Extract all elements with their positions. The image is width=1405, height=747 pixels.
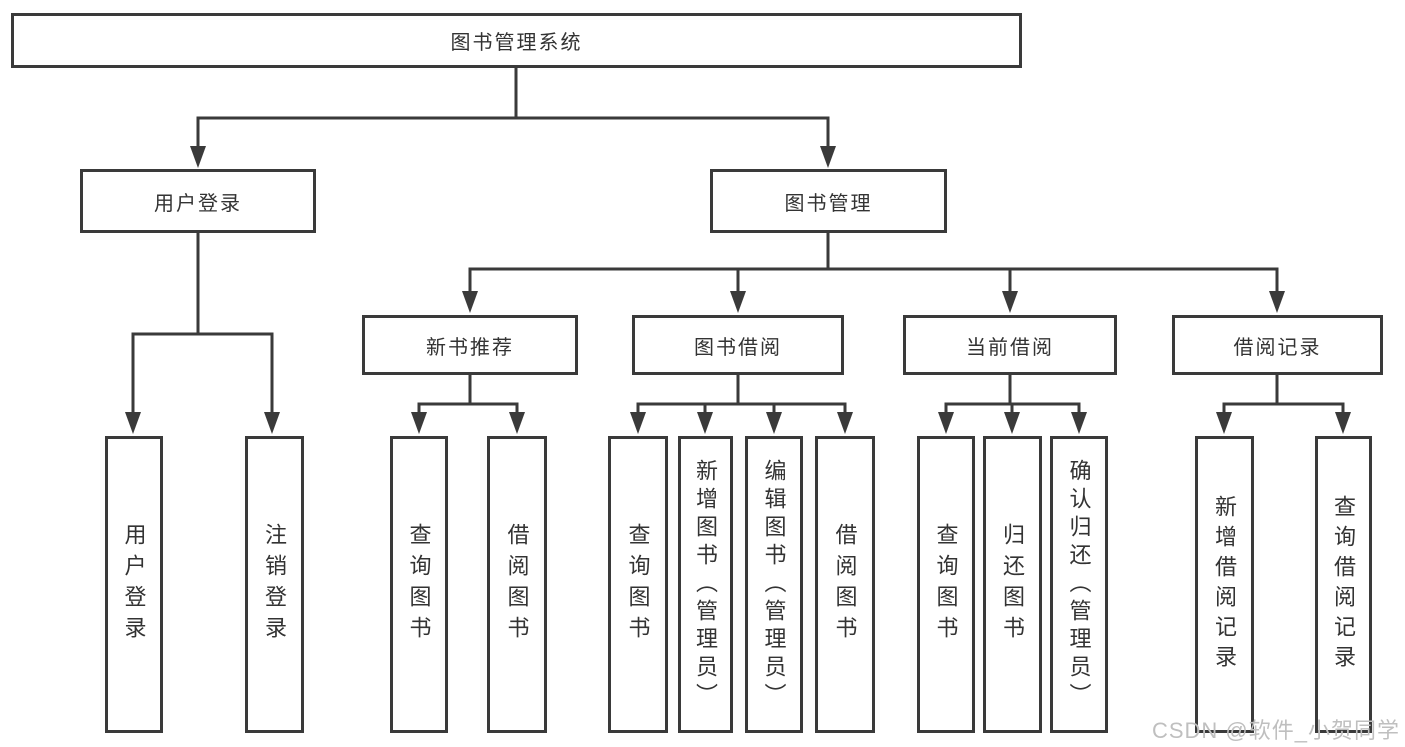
node-current-borrowing: 当前借阅 (903, 315, 1117, 375)
watermark: CSDN @软件_小贺同学 (1151, 718, 1400, 743)
node-leaf-borrow-books-label: 借阅图书 (832, 522, 858, 647)
node-new-book-recommend: 新书推荐 (362, 315, 578, 375)
node-leaf-query-books-recommend-label: 查询图书 (406, 522, 432, 647)
node-leaf-query-borrow-record: 查询借阅记录 (1315, 436, 1372, 733)
node-leaf-edit-book-admin: 编辑图书（管理员） (745, 436, 803, 733)
node-leaf-user-login: 用户登录 (105, 436, 163, 733)
node-new-book-recommend-label: 新书推荐 (426, 336, 514, 359)
node-leaf-return-book: 归还图书 (983, 436, 1042, 733)
node-book-borrowing-label: 图书借阅 (694, 336, 782, 359)
node-leaf-query-books-recommend: 查询图书 (390, 436, 448, 733)
node-leaf-user-login-label: 用户登录 (121, 522, 147, 647)
node-leaf-confirm-return-admin: 确认归还（管理员） (1050, 436, 1108, 733)
node-book-management: 图书管理 (710, 169, 947, 233)
node-user-login-label: 用户登录 (154, 192, 242, 215)
node-book-management-label: 图书管理 (784, 192, 873, 215)
node-book-borrowing: 图书借阅 (632, 315, 844, 375)
node-root: 图书管理系统 (11, 13, 1022, 68)
node-leaf-confirm-return-admin-label: 确认归还（管理员） (1066, 458, 1092, 711)
node-borrowing-records-label: 借阅记录 (1233, 336, 1322, 359)
node-leaf-add-book-admin-label: 新增图书（管理员） (693, 458, 719, 711)
node-leaf-logout-label: 注销登录 (262, 522, 288, 647)
node-leaf-query-books-borrow: 查询图书 (608, 436, 668, 733)
node-root-label: 图书管理系统 (450, 32, 583, 54)
node-leaf-add-borrow-record-label: 新增借阅记录 (1212, 494, 1238, 675)
node-user-login: 用户登录 (80, 169, 316, 233)
node-leaf-return-book-label: 归还图书 (1000, 522, 1026, 647)
node-leaf-borrow-books: 借阅图书 (815, 436, 875, 733)
node-borrowing-records: 借阅记录 (1172, 315, 1383, 375)
node-current-borrowing-label: 当前借阅 (966, 336, 1054, 359)
node-leaf-query-books-current: 查询图书 (917, 436, 975, 733)
node-leaf-add-book-admin: 新增图书（管理员） (678, 436, 733, 733)
node-leaf-query-books-current-label: 查询图书 (933, 522, 959, 647)
node-leaf-edit-book-admin-label: 编辑图书（管理员） (761, 458, 787, 711)
node-leaf-logout: 注销登录 (245, 436, 304, 733)
node-leaf-query-borrow-record-label: 查询借阅记录 (1331, 494, 1357, 675)
node-leaf-borrow-books-recommend: 借阅图书 (487, 436, 547, 733)
node-leaf-borrow-books-recommend-label: 借阅图书 (504, 522, 530, 647)
node-leaf-query-books-borrow-label: 查询图书 (625, 522, 651, 647)
node-leaf-add-borrow-record: 新增借阅记录 (1195, 436, 1254, 733)
